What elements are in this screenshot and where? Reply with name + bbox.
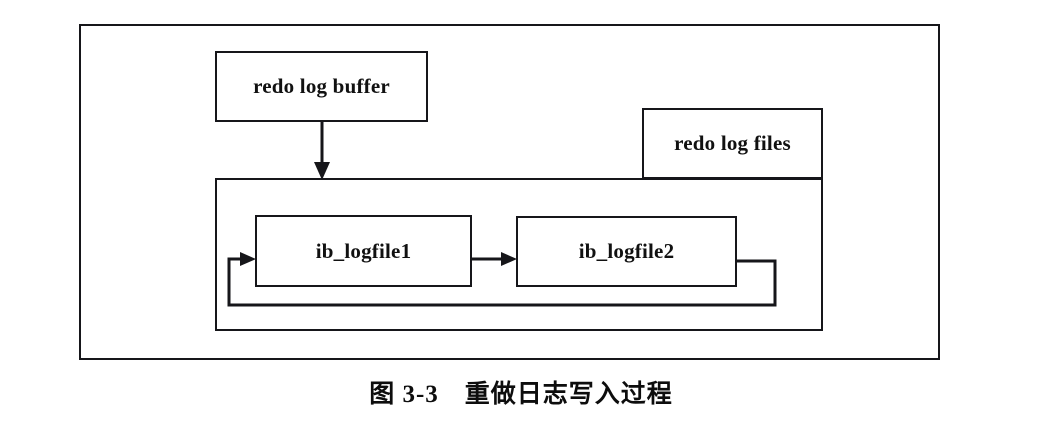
ib-logfile1-node: ib_logfile1 — [255, 215, 472, 287]
ib-logfile2-label: ib_logfile2 — [578, 239, 675, 263]
redo-log-buffer-label: redo log buffer — [253, 74, 390, 98]
figure-caption: 图 3-3 重做日志写入过程 — [369, 381, 673, 408]
ib-logfile2-node: ib_logfile2 — [516, 216, 737, 287]
ib-logfile1-label: ib_logfile1 — [315, 238, 412, 263]
redo-log-files-label: redo log files — [674, 131, 791, 155]
redo-log-files-node: redo log files — [642, 108, 823, 179]
redo-log-buffer-node: redo log buffer — [215, 51, 428, 122]
